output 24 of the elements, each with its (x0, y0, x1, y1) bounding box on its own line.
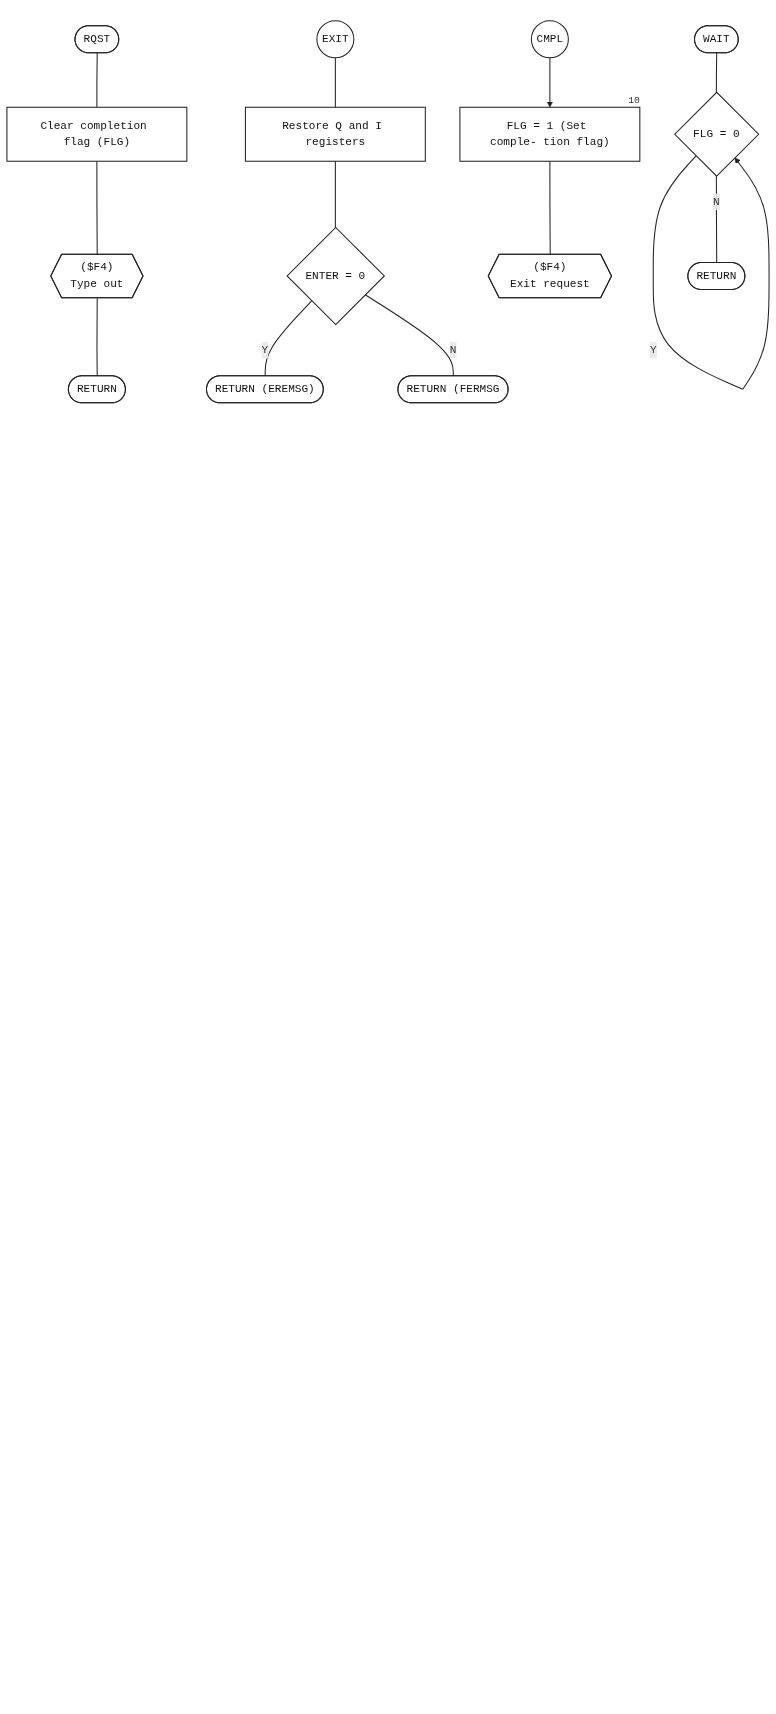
edge-label: N (713, 195, 720, 209)
edge-label: N (449, 343, 457, 357)
connector (96, 52, 98, 108)
edge-label: Y (261, 343, 269, 357)
connector (549, 160, 551, 256)
connector (715, 175, 718, 264)
step-number: 10 (628, 95, 640, 107)
node-box: Restore Q and I registers (244, 106, 426, 162)
node-box: Clear completion flag (FLG) (6, 106, 188, 162)
connector (96, 297, 98, 377)
node-diamond: ENTER = 0 (286, 226, 386, 326)
connector (334, 57, 336, 108)
node-circle: EXIT (316, 20, 355, 59)
arrow (652, 155, 770, 390)
node-diamond: FLG = 0 (674, 91, 760, 177)
edge-label: Y (649, 343, 657, 357)
arrow (546, 57, 553, 108)
connector (715, 52, 718, 93)
connector (264, 300, 313, 377)
connector (96, 160, 98, 256)
connector (334, 160, 336, 228)
connector (364, 294, 454, 377)
node-circle: CMPL (530, 20, 569, 59)
node-box: FLG = 1 (Set comple- tion flag) (459, 106, 641, 162)
